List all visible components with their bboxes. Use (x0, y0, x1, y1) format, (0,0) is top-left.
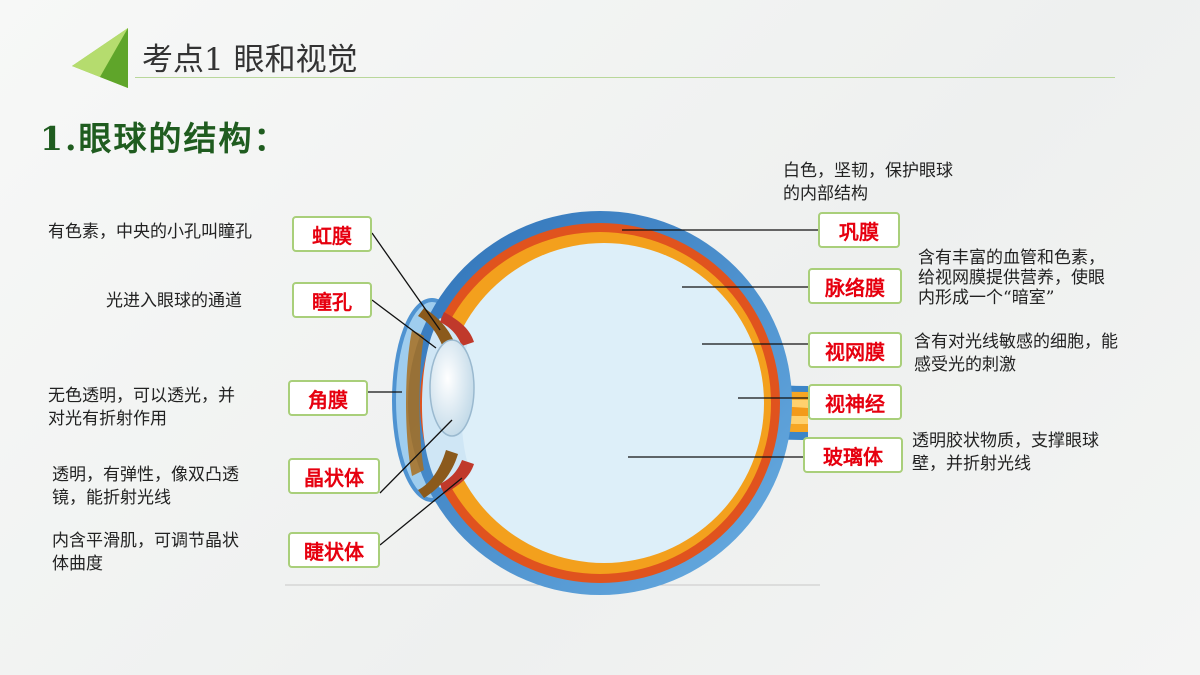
leader-line-ciliary (379, 477, 463, 546)
label-pupil: 瞳孔 (292, 282, 372, 318)
ciliary-lower-shape (440, 460, 474, 494)
label-optic-nerve: 视神经 (808, 384, 902, 420)
desc-pupil: 光进入眼球的通道 (106, 291, 242, 311)
vitreous-shape (444, 243, 764, 563)
section-title: 1.眼球的结构： (40, 119, 289, 158)
label-iris: 虹膜 (292, 216, 372, 252)
header-title: 考点1 眼和视觉 (142, 42, 358, 78)
iris-lower-shape (418, 450, 458, 498)
label-choroid: 脉络膜 (808, 268, 902, 304)
desc-ciliary: 内含平滑肌，可调节晶状 体曲度 (52, 531, 239, 574)
label-retina: 视网膜 (808, 332, 902, 368)
header-triangle-icon (72, 28, 128, 88)
desc-iris: 有色素，中央的小孔叫瞳孔 (48, 222, 252, 242)
leader-line-lens (379, 419, 453, 494)
iris-band-shape (406, 330, 424, 476)
desc-lens: 透明，有弹性，像双凸透 镜，能折射光线 (52, 465, 239, 508)
desc-retina: 含有对光线敏感的细胞，能 感受光的刺激 (914, 332, 1118, 375)
label-ciliary: 睫状体 (288, 532, 380, 568)
header-divider (135, 77, 1115, 78)
label-cornea: 角膜 (288, 380, 368, 416)
ciliary-upper-shape (440, 312, 474, 346)
label-sclera: 巩膜 (818, 212, 900, 248)
leader-line-pupil (371, 299, 437, 349)
lens-shape (429, 339, 475, 437)
label-lens: 晶状体 (288, 458, 380, 494)
desc-choroid: 含有丰富的血管和色素， 给视网膜提供营养，使眼 内形成一个“暗室” (918, 248, 1105, 308)
desc-vitreous: 透明胶状物质，支撑眼球 壁，并折射光线 (912, 431, 1099, 474)
desc-cornea: 无色透明，可以透光，并 对光有折射作用 (48, 386, 235, 429)
desc-sclera: 白色，坚韧，保护眼球 的内部结构 (783, 161, 953, 204)
leader-line-iris (371, 232, 441, 331)
label-vitreous: 玻璃体 (803, 437, 903, 473)
